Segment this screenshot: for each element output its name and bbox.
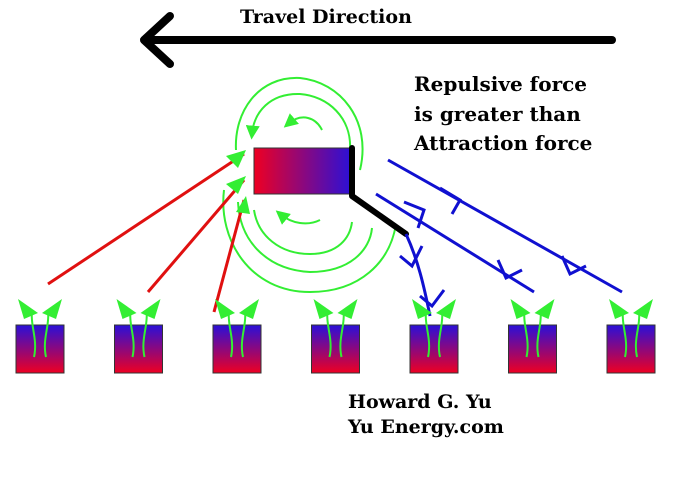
stator-field-arrowhead — [140, 299, 161, 319]
stator-magnet-body — [409, 324, 459, 374]
credit-name: Howard G. Yu — [348, 391, 492, 413]
stator-field-arrowhead — [239, 299, 259, 319]
attraction-arrowheads — [226, 150, 250, 214]
stator-magnet — [114, 299, 163, 374]
magnetic-field-lines — [222, 76, 397, 294]
rotor-magnet — [253, 147, 353, 195]
repulsion-lines — [375, 158, 623, 317]
stator-field-arrowhead — [116, 299, 137, 319]
stator-field-arrowhead — [337, 299, 358, 319]
stator-magnet — [508, 299, 557, 374]
note-line-2: is greater than — [414, 102, 581, 126]
stator-field-arrowhead — [42, 299, 62, 319]
stator-magnets — [15, 299, 656, 374]
stator-magnet-body — [212, 324, 262, 374]
stator-magnet-body — [311, 324, 360, 374]
stator-magnet — [212, 299, 262, 374]
stator-magnet — [606, 299, 656, 374]
travel-direction-arrow — [140, 12, 616, 68]
travel-direction-label: Travel Direction — [240, 6, 412, 28]
credit-site: Yu Energy.com — [347, 416, 504, 438]
stator-field-arrowhead — [633, 299, 653, 319]
stator-magnet — [409, 299, 459, 374]
stator-magnet — [15, 299, 65, 374]
stator-field-arrowhead — [215, 299, 235, 319]
note-line-1: Repulsive force — [414, 72, 587, 96]
stator-field-arrowhead — [313, 299, 334, 319]
stator-field-arrowhead — [412, 299, 432, 319]
stator-field-arrowhead — [510, 299, 531, 319]
attraction-lines — [47, 152, 246, 313]
stator-field-arrowhead — [18, 299, 38, 319]
stator-field-arrowhead — [534, 299, 555, 319]
stator-magnet-body — [114, 324, 163, 374]
stator-magnet — [311, 299, 360, 374]
note-line-3: Attraction force — [413, 131, 592, 155]
stator-magnet-body — [508, 324, 557, 374]
magnetic-shield — [349, 145, 409, 237]
stator-field-arrowhead — [609, 299, 629, 319]
stator-field-arrowhead — [436, 299, 456, 319]
stator-magnet-body — [606, 324, 656, 374]
stator-magnet-body — [15, 324, 65, 374]
